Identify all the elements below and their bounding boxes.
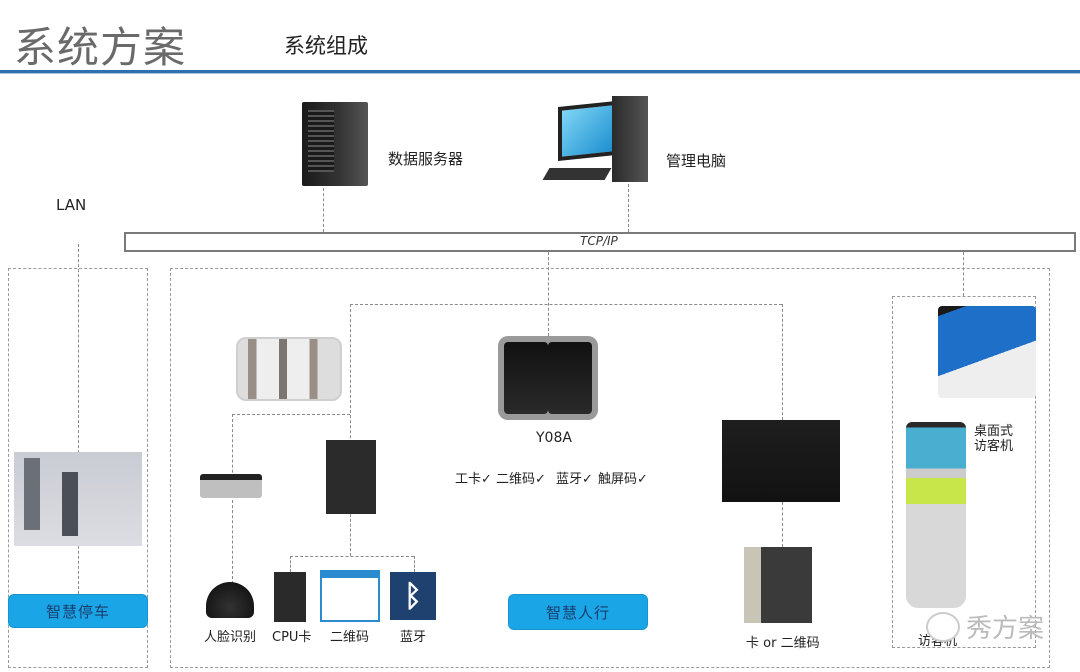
elevator-access-label: 卡 or 二维码 — [746, 636, 820, 651]
keyboard-icon — [542, 168, 612, 180]
gate-branch-line — [232, 414, 350, 415]
access-branch-line — [290, 556, 414, 557]
pc-monitor-icon — [558, 100, 616, 162]
server-label: 数据服务器 — [388, 150, 464, 168]
page-title: 系统方案 — [14, 23, 187, 72]
visitor-link-line — [963, 252, 964, 296]
bt-link-line — [414, 556, 415, 572]
speed-gate-image — [236, 337, 342, 401]
access-controller-icon — [326, 440, 376, 514]
face-recognition-label: 人脸识别 — [204, 630, 257, 645]
reader-link-line — [548, 252, 549, 336]
lan-label: LAN — [56, 196, 87, 214]
feature-qr-code: 二维码✓ — [496, 472, 546, 487]
desktop-kiosk-label-2: 访客机 — [974, 439, 1014, 454]
cpu-card-label: CPU卡 — [272, 630, 312, 645]
elevator-panel-image — [744, 547, 812, 623]
watermark: 秀方案 — [966, 614, 1045, 644]
reader-model-label: Y08A — [536, 430, 572, 446]
y08a-reader-image — [498, 336, 598, 420]
face-camera-icon — [206, 582, 254, 618]
cpu-link-line — [290, 556, 291, 572]
visitor-zone — [892, 296, 1036, 648]
controller-link-line — [350, 514, 351, 556]
watermark-logo-icon — [926, 612, 960, 642]
smart-pedestrian-button[interactable]: 智慧人行 — [508, 594, 648, 630]
qr-code-label: 二维码 — [330, 630, 370, 645]
lan-link-line — [78, 244, 79, 594]
smart-parking-button[interactable]: 智慧停车 — [8, 594, 148, 628]
elevator-panel-link-line — [782, 502, 783, 547]
pc-label: 管理电脑 — [666, 152, 727, 170]
section-subtitle: 系统组成 — [284, 34, 368, 58]
bus-label: TCP/IP — [580, 234, 618, 248]
server-link-line — [323, 188, 324, 232]
pc-tower-icon — [612, 96, 648, 182]
elevator-link-line — [782, 304, 783, 420]
main-zone — [170, 268, 1050, 668]
feature-touch-code: 触屏码✓ — [598, 472, 648, 487]
mini-pc-icon — [200, 474, 262, 498]
bluetooth-label: 蓝牙 — [400, 630, 427, 645]
qr-code-icon — [320, 570, 380, 622]
pc-link-line — [628, 184, 629, 232]
standing-visitor-kiosk-image — [906, 422, 966, 608]
bluetooth-icon: ᛒ — [390, 572, 436, 620]
parking-barrier-image — [14, 452, 142, 546]
desktop-visitor-kiosk-image — [938, 306, 1036, 398]
server-icon — [302, 102, 368, 186]
cpu-card-icon — [274, 572, 306, 622]
pedestrian-bus-line — [350, 304, 782, 305]
tcpip-bus — [124, 232, 1076, 252]
desktop-kiosk-label-1: 桌面式 — [974, 424, 1014, 439]
header-divider — [0, 70, 1080, 74]
feature-work-card: 工卡✓ — [455, 472, 492, 487]
camera-link-line — [232, 414, 233, 584]
feature-bluetooth: 蓝牙✓ — [556, 472, 593, 487]
gate-link-line — [350, 304, 351, 514]
elevator-controller-icon — [722, 420, 840, 502]
